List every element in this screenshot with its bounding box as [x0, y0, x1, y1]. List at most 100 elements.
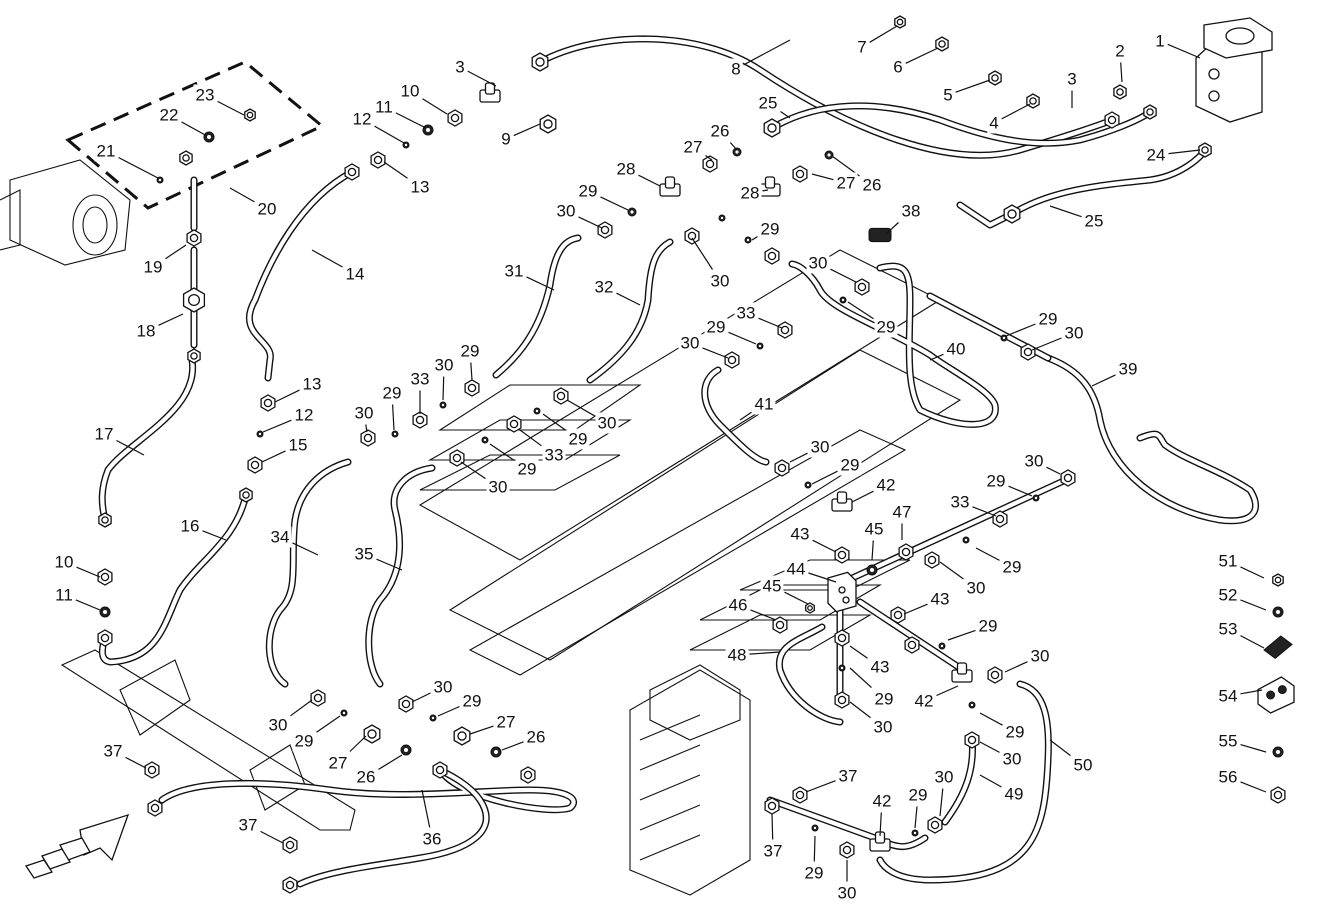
fitting-nut — [360, 429, 376, 447]
callout-label-bg — [141, 256, 165, 278]
callout-label-bg — [872, 688, 896, 710]
callout-label-bg — [802, 862, 826, 884]
fitting-clamp — [1257, 676, 1295, 714]
leader-line — [939, 561, 964, 580]
callout-label: 12 — [295, 405, 314, 424]
callout-label-bg — [752, 393, 776, 415]
fitting-tee — [659, 176, 681, 197]
callout-label-bg — [868, 656, 892, 678]
callout-label: 29 — [579, 181, 598, 200]
fitting-nut — [144, 761, 160, 779]
hose-valve-37 — [766, 796, 879, 842]
fitting-nut — [924, 551, 940, 569]
fitting-washer — [756, 342, 764, 350]
leader-lines — [75, 25, 1267, 882]
fitting-nut — [282, 836, 298, 854]
fitting-nut — [1026, 93, 1040, 109]
callout-label: 33 — [951, 492, 970, 511]
callout-label-bg — [134, 320, 158, 342]
callout-label-bg — [1036, 308, 1060, 330]
callout-label: 31 — [505, 261, 524, 280]
leader-line — [316, 715, 341, 733]
callout-label-bg — [486, 476, 510, 498]
callout-label: 42 — [915, 691, 934, 710]
fitting-washer — [804, 481, 812, 489]
callout-label: 13 — [411, 177, 430, 196]
callout-label: 30 — [809, 253, 828, 272]
fitting-nut — [187, 348, 201, 364]
leader-line — [1031, 337, 1062, 351]
fitting-nut — [506, 415, 522, 433]
leader-line — [374, 125, 405, 144]
callout-label-bg — [101, 740, 125, 762]
fitting-nut — [432, 761, 448, 779]
callout-label-bg — [726, 594, 750, 616]
fitting-nut — [935, 36, 949, 52]
leader-line — [378, 754, 403, 770]
callout-label: 42 — [873, 791, 892, 810]
callout-label-bg — [292, 730, 316, 752]
ghost-step-3 — [419, 454, 621, 491]
callout-label: 24 — [1147, 145, 1166, 164]
callout-label: 43 — [931, 589, 950, 608]
leader-line — [513, 123, 541, 137]
callout-label-bg — [944, 338, 968, 360]
fitting-nut — [904, 636, 920, 654]
fitting-nut — [239, 487, 253, 503]
fitting-washer — [839, 296, 847, 304]
callout-label-bg — [834, 172, 858, 194]
leader-line — [526, 276, 555, 291]
leader-line — [1049, 205, 1082, 218]
leader-line — [274, 389, 300, 403]
callout-label: 26 — [527, 727, 546, 746]
leader-line — [851, 490, 874, 503]
leader-line — [979, 741, 1000, 753]
callout-label: 54 — [1219, 686, 1238, 705]
callout-label: 27 — [684, 137, 703, 156]
leader-line — [905, 47, 939, 64]
callout-label-bg — [566, 428, 590, 450]
pump-assembly — [0, 159, 131, 266]
fitting-nut — [398, 695, 414, 713]
fitting-washer — [938, 642, 946, 650]
leader-line — [376, 558, 403, 571]
callout-label-bg — [453, 56, 467, 78]
leader-line — [947, 629, 976, 641]
fitting-nut — [898, 543, 914, 561]
leader-line — [578, 216, 603, 229]
callout-label: 30 — [711, 271, 730, 290]
callout-label: 37 — [839, 766, 858, 785]
fitting-nut — [97, 629, 113, 647]
cylinder-clamp-2 — [249, 744, 306, 811]
callout-label: 28 — [617, 159, 636, 178]
fitting-washer — [962, 536, 970, 544]
fitting-nut — [772, 616, 788, 634]
fittings — [97, 15, 1295, 894]
fitting-washer — [402, 141, 410, 149]
callout-label: 29 — [463, 691, 482, 710]
fitting-nut — [449, 449, 465, 467]
leader-line — [392, 404, 395, 431]
leader-line — [467, 70, 497, 87]
fitting-washer — [824, 150, 834, 160]
fitting-nut — [777, 321, 793, 339]
callout-label-bg — [380, 382, 404, 404]
leader-line — [749, 651, 781, 655]
fitting-nut — [1020, 343, 1036, 361]
pump-rear — [0, 189, 21, 251]
leader-line — [1240, 744, 1267, 753]
callout-label: 30 — [681, 333, 700, 352]
callout-label-bg — [756, 92, 780, 114]
leader-line — [202, 530, 227, 541]
leader-line — [805, 780, 836, 793]
leader-line — [743, 39, 791, 66]
callout-label-bg — [760, 575, 784, 597]
tube-right-top — [956, 201, 1014, 229]
fitting-nut — [344, 163, 360, 181]
callout-label-bg — [941, 84, 955, 106]
leader-line — [885, 222, 899, 235]
fitting-nut — [988, 70, 1002, 86]
leader-line — [75, 599, 101, 611]
hoses — [98, 35, 1260, 888]
